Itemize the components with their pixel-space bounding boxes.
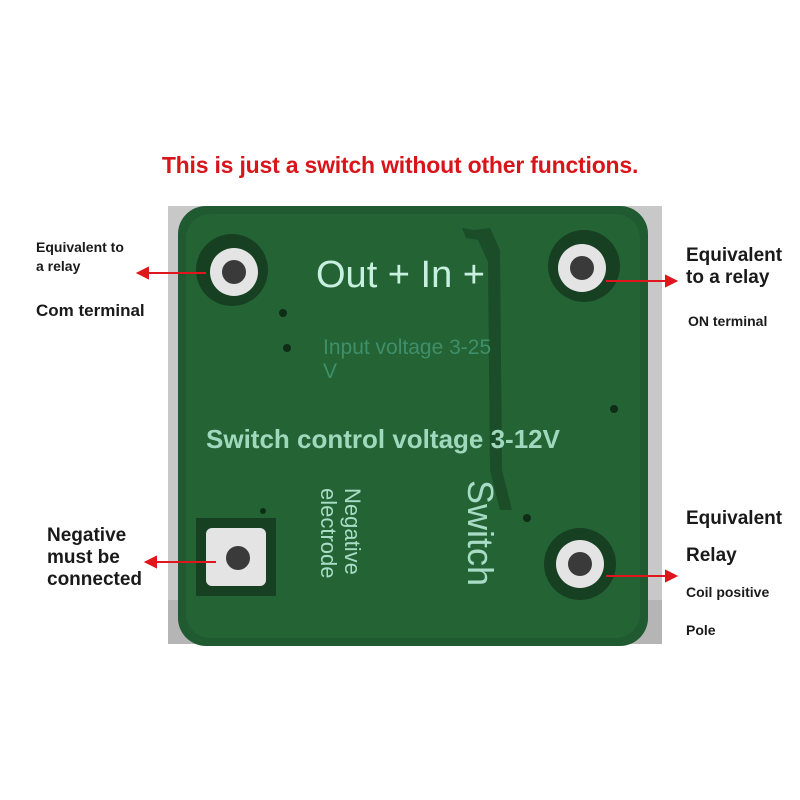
right-top-line1: Equivalent [686,245,783,266]
electrode-text: electrode [316,488,341,579]
pad-bottom-left [196,518,276,596]
arrows [135,266,679,583]
pad-top-left [196,234,268,306]
right-top-line3: ON terminal [688,313,768,329]
input-voltage-line2: V [323,360,338,383]
left-top-line2: a relay [36,258,81,274]
input-voltage-line1: Input voltage 3-25 [323,336,492,359]
control-voltage-label: Switch control voltage 3-12V [206,424,560,454]
headline: This is just a switch without other func… [161,152,639,178]
switch-text: Switch [460,480,501,587]
out-in-label: Out + In + [316,254,485,296]
left-bottom-line2: must be [47,547,120,568]
left-bottom-line1: Negative [47,525,127,546]
left-top-line3: Com terminal [36,301,145,320]
negative-text: Negative [340,488,365,575]
pad-top-right [548,230,620,302]
right-bottom-line2: Relay [686,545,737,566]
left-bottom-line3: connected [47,569,143,590]
right-bottom-line4: Pole [686,622,716,638]
right-bottom-line3: Coil positive [686,584,770,600]
right-bottom-line1: Equivalent [686,508,783,529]
left-top-line1: Equivalent to [36,239,124,255]
right-top-line2: to a relay [686,267,770,288]
negative-electrode-label: Negative electrode [300,488,430,624]
pcb-trace [462,228,512,510]
switch-label: Switch [458,480,518,620]
pad-bottom-right [544,528,616,600]
